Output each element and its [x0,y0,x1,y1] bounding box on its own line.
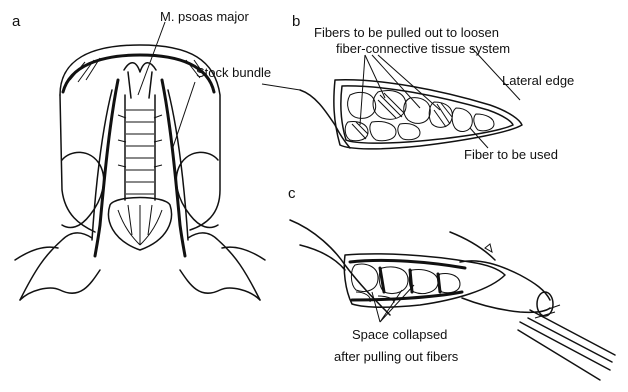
label-psoas-major: M. psoas major [160,10,249,23]
label-fibers-line1: Fibers to be pulled out to loosen [314,26,499,39]
label-lateral-edge: Lateral edge [502,74,574,87]
panel-c-letter: c [288,186,296,201]
panel-b-letter: b [292,14,300,29]
label-fiber-to-be-used: Fiber to be used [464,148,558,161]
panel-b-illustration [262,48,522,149]
panel-a-letter: a [12,14,20,29]
panel-a-illustration [15,22,265,300]
label-stock-bundle: Stock bundle [196,66,271,79]
label-space-collapsed-line2: after pulling out fibers [334,350,458,363]
label-space-collapsed-line1: Space collapsed [352,328,447,341]
label-fibers-line2: fiber-connective tissue system [336,42,510,55]
